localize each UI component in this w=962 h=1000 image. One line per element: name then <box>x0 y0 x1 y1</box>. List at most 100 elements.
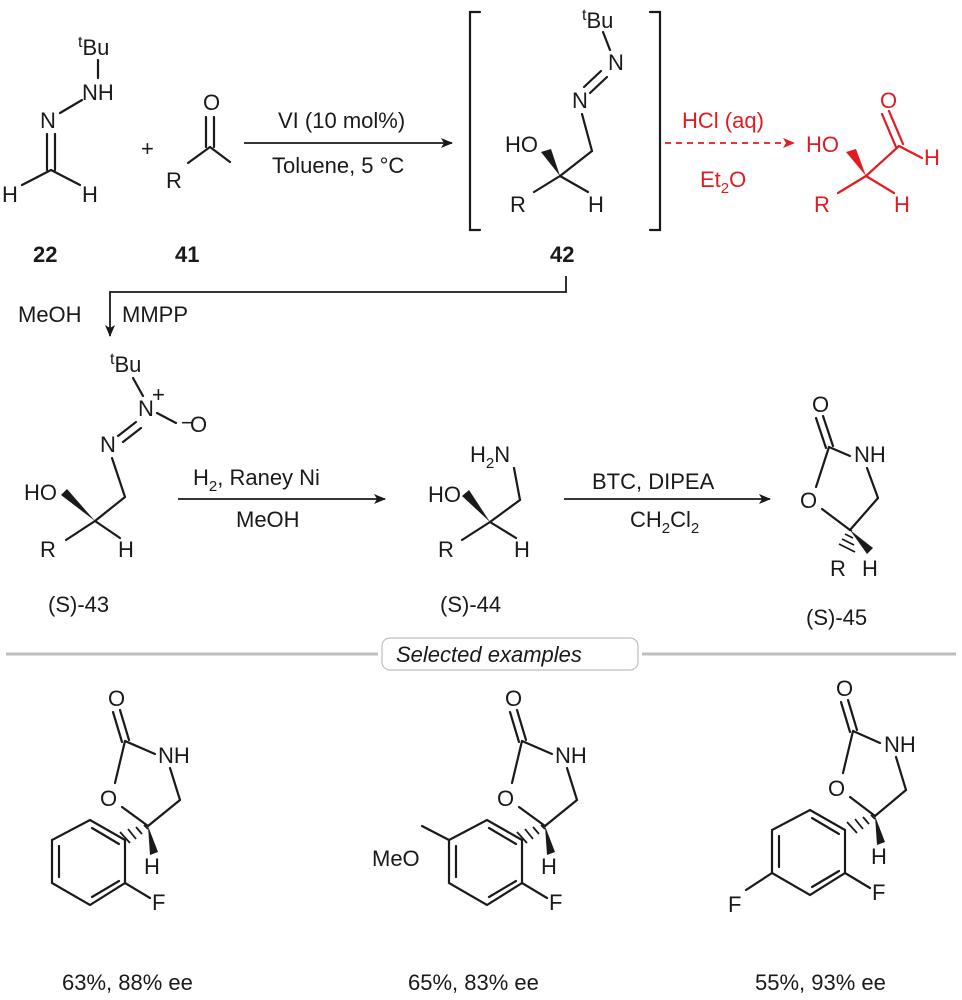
bond <box>887 109 905 146</box>
bond <box>488 498 522 524</box>
red-solvent-label: Et <box>700 167 721 192</box>
bond <box>543 798 579 828</box>
section-heading: Selected examples <box>396 642 582 667</box>
solvent-cl: Cl <box>670 507 691 532</box>
tbu-t: t <box>78 34 83 51</box>
bond <box>588 75 609 95</box>
bond <box>168 766 182 802</box>
bond <box>515 708 528 742</box>
bond <box>827 445 852 458</box>
ring-oxygen-label: O <box>497 786 514 811</box>
nh-label: NH <box>884 732 916 757</box>
carbonyl-oxygen-label: O <box>836 676 853 701</box>
hydrogen-label: H <box>193 465 209 490</box>
red-aldehyde-product: HO O H R H <box>806 88 940 217</box>
bond <box>558 174 590 194</box>
hydrogen-sub: 2 <box>209 478 217 495</box>
n-label: N <box>40 108 56 133</box>
amine-h: H <box>470 442 486 467</box>
solvent-sub-2: 2 <box>691 520 699 537</box>
h-label: H <box>871 844 887 869</box>
red-solvent-tail: O <box>729 167 746 192</box>
bond <box>517 805 547 828</box>
catalyst-label: VI <box>278 108 299 133</box>
aldehyde-h-label: H <box>924 145 940 170</box>
example-2: O NH O H MeO F 65%, 83% ee <box>372 686 587 995</box>
stereo-close: )- <box>828 605 843 630</box>
compound-number-42: 42 <box>550 242 574 267</box>
solvent-sub-1: 2 <box>662 520 670 537</box>
example-1: O NH O H F 63%, 88% ee <box>50 686 193 995</box>
wedge-bond <box>846 149 866 176</box>
bond <box>565 766 579 802</box>
bond <box>897 144 924 160</box>
oxygen-label: O <box>203 90 220 115</box>
bond <box>110 456 127 499</box>
hydroxyl-label: HO <box>806 132 839 157</box>
stereo-descriptor: S <box>447 592 462 617</box>
stereo-close: )- <box>462 592 477 617</box>
bond <box>93 519 122 540</box>
cyclization-reagents-label: BTC, DIPEA <box>592 469 715 494</box>
bond <box>49 168 82 187</box>
fluorine-label: F <box>728 892 741 917</box>
svg-text:tBu: tBu <box>110 351 141 377</box>
bond <box>208 145 232 164</box>
bond <box>846 698 859 732</box>
bond <box>744 871 774 892</box>
bond <box>460 520 492 542</box>
solvent-ch: CH <box>630 507 662 532</box>
compound-number-45: 45 <box>843 605 867 630</box>
h-label: H <box>588 192 604 217</box>
compound-42: tBu N N HO R H 42 <box>468 7 662 267</box>
phenyl-ring <box>770 808 847 897</box>
bond <box>155 411 178 425</box>
bond <box>864 174 896 195</box>
r-label: R <box>166 168 182 193</box>
ring-oxygen-label: O <box>800 488 817 513</box>
amine-n: N <box>494 442 510 467</box>
bond <box>836 174 868 195</box>
compound-number-22: 22 <box>33 242 57 267</box>
nh-label: NH <box>158 743 190 768</box>
h-label: H <box>894 192 910 217</box>
tbu-t: t <box>110 351 115 368</box>
tbu-label: Bu <box>82 35 109 60</box>
compound-45: O NH O R H (S)-45 <box>800 392 886 630</box>
bond <box>880 112 898 149</box>
oxide-minus: − <box>181 410 194 435</box>
bracket-left <box>468 10 482 232</box>
wedge-bond <box>462 490 490 522</box>
bond <box>821 414 835 448</box>
bond <box>118 708 131 742</box>
bond <box>532 174 562 194</box>
bond <box>123 881 152 900</box>
stereo-open: ( <box>48 592 56 617</box>
n-label: N <box>572 88 588 113</box>
svg-text:(S)-43: (S)-43 <box>48 592 109 617</box>
tbu-t: t <box>582 7 587 24</box>
yield-ee: 55%, 93% ee <box>755 970 886 995</box>
bond <box>123 739 157 756</box>
r-label: R <box>510 192 526 217</box>
bond <box>58 98 84 115</box>
fluorine-label: F <box>872 880 885 905</box>
compound-number-44: 44 <box>477 592 501 617</box>
bond <box>839 700 852 734</box>
bond <box>131 376 145 398</box>
r-label: R <box>830 556 846 581</box>
svg-text:(S)-45: (S)-45 <box>806 605 867 630</box>
svg-text:tBu: tBu <box>582 7 613 33</box>
compound-43: tBu N + − O N HO R H (S)-43 <box>24 351 207 617</box>
h-label: H <box>541 854 557 879</box>
plus-sign: + <box>141 136 154 161</box>
bond <box>820 507 852 532</box>
r-label: R <box>40 537 56 562</box>
svg-text:H2, Raney Ni: H2, Raney Ni <box>193 465 320 495</box>
bond <box>848 496 880 532</box>
carbonyl-oxygen-label: O <box>108 686 125 711</box>
bond <box>64 519 97 542</box>
nh-label: NH <box>82 80 114 105</box>
amine-sub: 2 <box>486 455 494 472</box>
